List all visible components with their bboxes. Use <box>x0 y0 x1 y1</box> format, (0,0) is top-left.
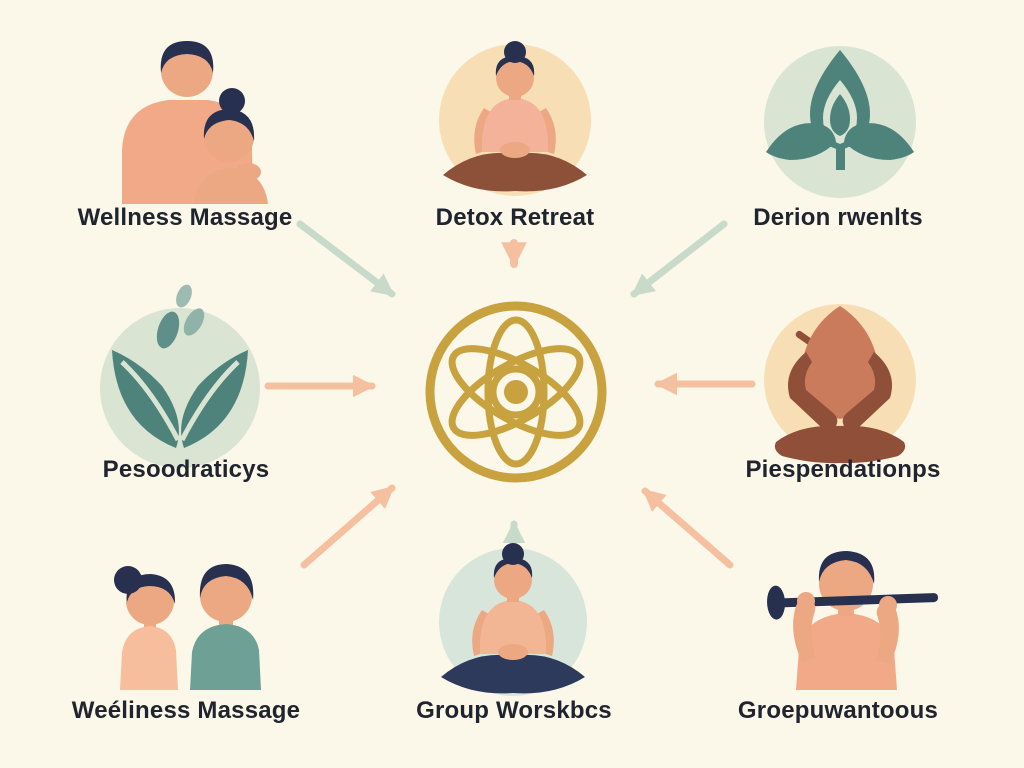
abstract-meditating-figure-illustration <box>764 304 916 464</box>
node-label-bottom-right: Groepuwantoous <box>737 697 939 724</box>
arrow-bottom-left-to-center <box>300 484 396 569</box>
atom-orbit <box>448 345 584 439</box>
lotus-flame-icon <box>764 46 916 198</box>
atom-orbit <box>484 316 548 468</box>
hair-bun <box>502 543 524 565</box>
node-label-bottom-center: Group Worskbcs <box>416 697 612 724</box>
arrow-bottom-right-to-center <box>641 487 734 569</box>
center-inner-ring <box>489 365 543 419</box>
icon-circle <box>100 308 260 468</box>
node-label-top-center: Detox Retreat <box>435 204 595 231</box>
atom-flower-icon <box>425 301 607 483</box>
massage-illustration <box>122 41 268 204</box>
center-outer-ring <box>425 301 607 483</box>
node-label-top-right: Derion rwenlts <box>753 204 923 231</box>
atom-orbit <box>448 345 584 439</box>
meditating-woman-illustration <box>439 543 587 696</box>
client-hair <box>203 109 255 141</box>
plant-leaves-icon <box>100 284 260 468</box>
node-label-bottom-left: Weéliness Massage <box>71 697 301 724</box>
man-with-shoulder-bar-illustration <box>767 551 938 690</box>
node-label-middle-left: Pesoodraticys <box>102 456 270 483</box>
meditating-woman-illustration <box>439 41 591 196</box>
couple-facing-illustration <box>114 564 261 690</box>
center-dot <box>504 380 528 404</box>
hair-bun <box>504 41 526 63</box>
node-label-top-left: Wellness Massage <box>77 204 293 231</box>
node-label-middle-right: Piespendationps <box>745 456 941 483</box>
therapist-hair <box>160 41 214 73</box>
arrow-top-left-to-center <box>296 220 396 298</box>
hair-bun <box>219 88 245 114</box>
arrow-top-right-to-center <box>630 220 728 298</box>
